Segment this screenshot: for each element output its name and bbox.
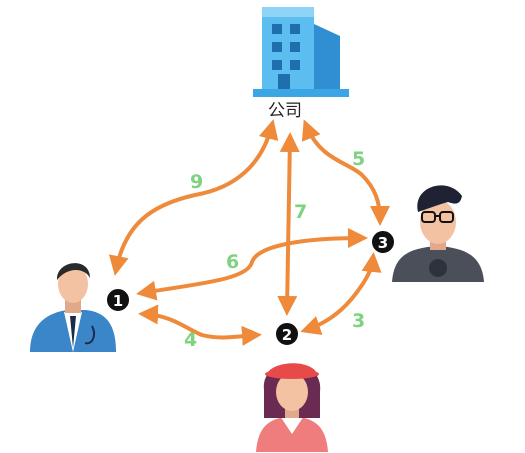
node-badge-3 (370, 229, 396, 255)
node-label-2: 2 (282, 326, 292, 344)
edge-label-9: 9 (190, 171, 203, 193)
edge-4 (138, 304, 262, 346)
office-building-icon (253, 7, 349, 97)
edge-7 (277, 132, 300, 316)
node-label-1: 1 (113, 292, 123, 310)
edge-label-3: 3 (352, 310, 365, 332)
company-label: 公司 (268, 101, 302, 121)
doctor-avatar-icon (30, 263, 116, 352)
edges (108, 119, 390, 346)
node-badge-2 (274, 321, 300, 347)
edge-label-7: 7 (294, 201, 307, 223)
woman-beret-avatar-icon (256, 363, 328, 452)
edge-3 (300, 252, 382, 336)
man-glasses-avatar-icon (392, 185, 484, 282)
edge-label-4: 4 (184, 329, 197, 351)
node-label-3: 3 (378, 234, 388, 252)
edge-6 (136, 228, 368, 301)
edge-9 (108, 119, 279, 276)
edge-label-6: 6 (226, 251, 239, 273)
node-badge-1 (105, 287, 131, 313)
edge-5 (301, 119, 390, 226)
edge-label-5: 5 (352, 148, 365, 170)
